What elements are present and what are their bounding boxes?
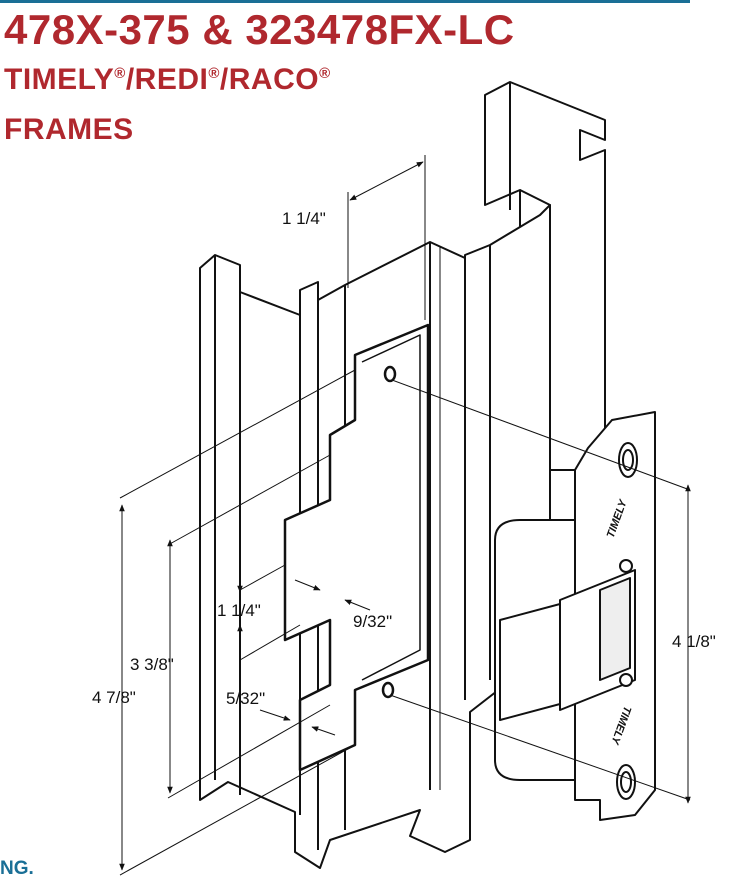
- keeper-screw-hole: [383, 365, 397, 383]
- keeper-screw-hole: [381, 681, 395, 699]
- brand-separator: /: [219, 63, 229, 96]
- footer-fragment: NG.: [0, 858, 34, 879]
- strike-mount-hole: [618, 442, 638, 478]
- registered-mark: ®: [208, 65, 220, 82]
- brand-separator: /: [125, 63, 135, 96]
- keeper-cutout: [283, 323, 430, 772]
- dimension-labels: 1 1/4" 1 1/4" 9/32" 3 3/8" 4 7/8" 5/32" …: [92, 209, 716, 708]
- strike-mount-hole: [616, 764, 636, 800]
- frames-label: FRAMES: [4, 113, 134, 146]
- dim-lip-height: 1 1/4": [217, 601, 261, 620]
- strike-face-screw: [619, 559, 633, 573]
- brand-raco: RACO: [228, 63, 320, 96]
- dimension-lines: [119, 155, 691, 876]
- dim-overall-height: 4 7/8": [92, 688, 136, 707]
- dim-keeper-height: 3 3/8": [130, 655, 174, 674]
- registered-mark: ®: [319, 65, 331, 82]
- frames-brand-line: TIMELY®/REDI®/RACO®: [4, 63, 331, 97]
- registered-mark: ®: [114, 65, 126, 82]
- brand-redi: REDI: [134, 63, 209, 96]
- product-title: 478X-375 & 323478FX-LC: [4, 6, 515, 53]
- electric-strike: TIMELY TIMELY: [494, 411, 656, 821]
- brand-timely: TIMELY: [4, 63, 115, 96]
- dim-frame-depth: 1 1/4": [282, 209, 326, 228]
- dim-lip-offset: 9/32": [353, 612, 392, 631]
- strike-face-screw: [619, 673, 633, 687]
- header-rule: [0, 0, 690, 3]
- dim-strike-height: 4 1/8": [672, 632, 716, 651]
- dim-face-offset: 5/32": [226, 689, 265, 708]
